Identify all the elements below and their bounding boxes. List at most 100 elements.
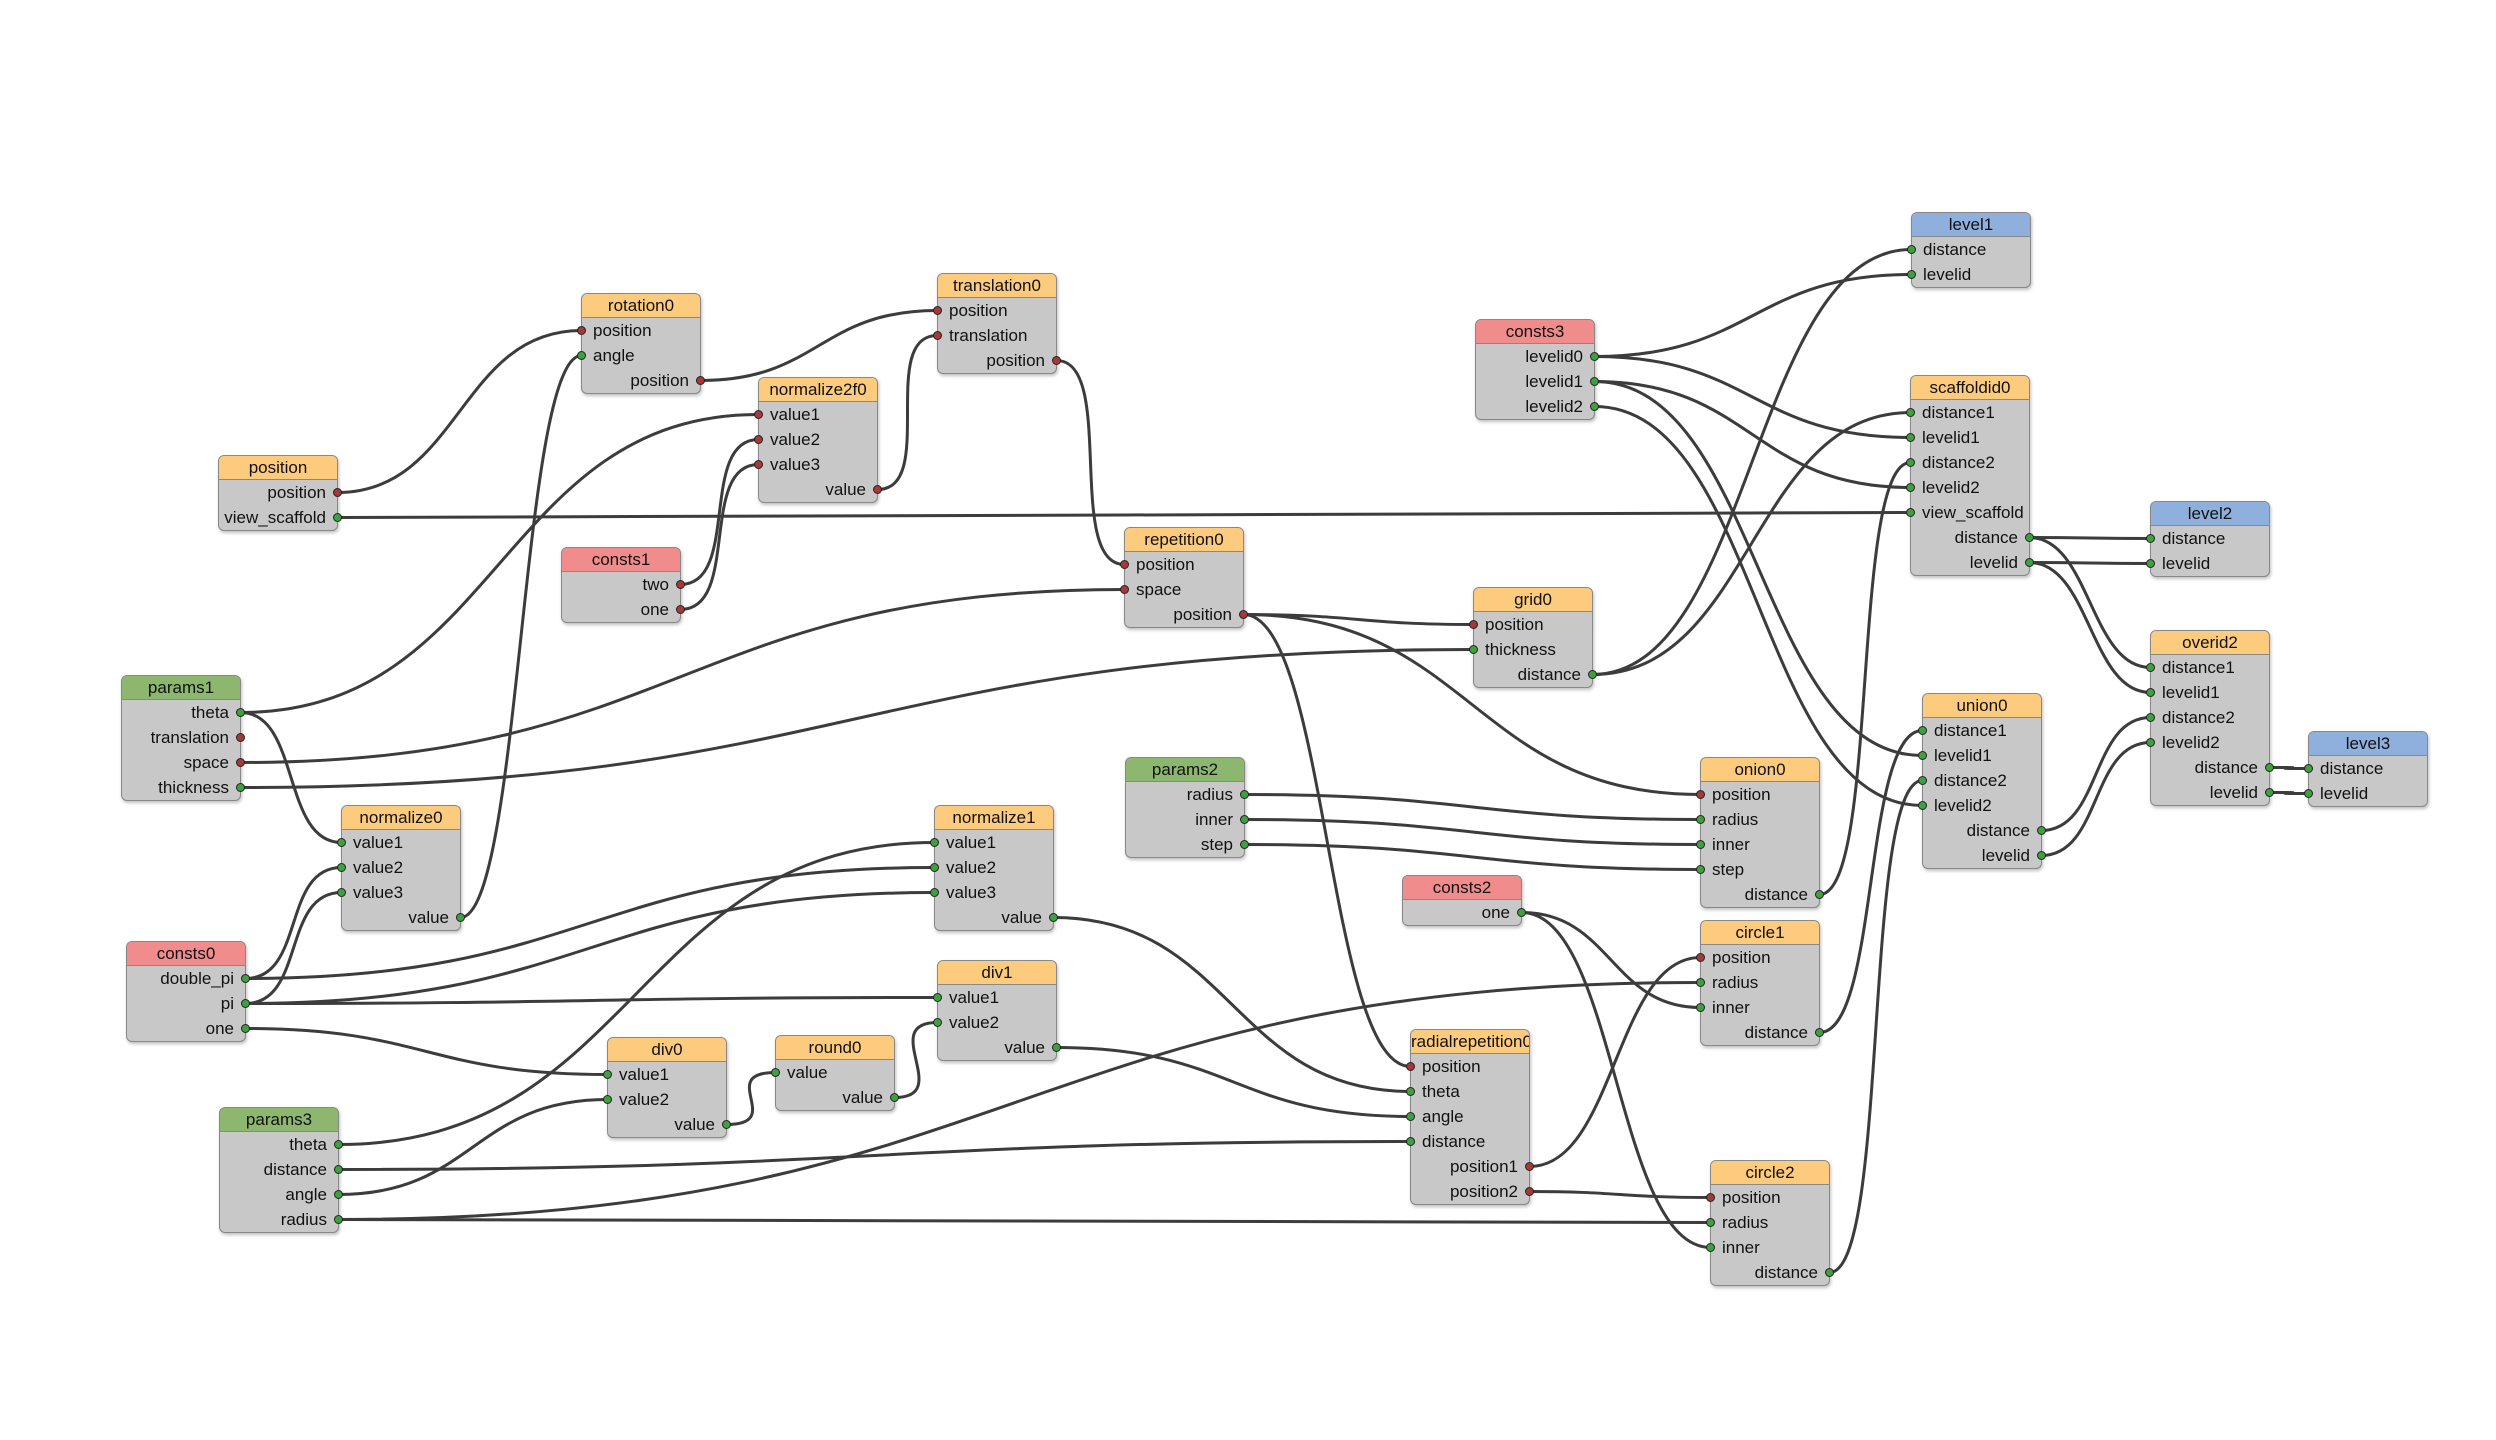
wire-translation0-to-repetition0[interactable] bbox=[1056, 359, 1125, 566]
port-socket-icon[interactable] bbox=[930, 888, 939, 897]
node-title[interactable]: overid2 bbox=[2151, 631, 2269, 655]
wire-div1-to-radialrepetition0[interactable] bbox=[1056, 1046, 1411, 1118]
port-socket-icon[interactable] bbox=[2025, 558, 2034, 567]
port-socket-icon[interactable] bbox=[2265, 763, 2274, 772]
wire-consts1-to-normalize2f0[interactable] bbox=[680, 438, 759, 586]
port-socket-icon[interactable] bbox=[1406, 1062, 1415, 1071]
port-socket-icon[interactable] bbox=[236, 783, 245, 792]
port-socket-icon[interactable] bbox=[930, 863, 939, 872]
node-title[interactable]: grid0 bbox=[1474, 588, 1592, 612]
port-socket-icon[interactable] bbox=[1588, 670, 1597, 679]
port-socket-icon[interactable] bbox=[577, 351, 586, 360]
node-title[interactable]: rotation0 bbox=[582, 294, 700, 318]
port-socket-icon[interactable] bbox=[337, 838, 346, 847]
wire-scaffoldid0-to-overid2[interactable] bbox=[2029, 561, 2151, 694]
wire-union0-to-overid2[interactable] bbox=[2041, 741, 2151, 857]
wire-position-to-rotation0[interactable] bbox=[337, 329, 582, 494]
port-socket-icon[interactable] bbox=[334, 1165, 343, 1174]
port-socket-icon[interactable] bbox=[676, 580, 685, 589]
port-socket-icon[interactable] bbox=[1918, 726, 1927, 735]
node-title[interactable]: level1 bbox=[1912, 213, 2030, 237]
port-socket-icon[interactable] bbox=[1696, 840, 1705, 849]
port-socket-icon[interactable] bbox=[236, 733, 245, 742]
wire-scaffoldid0-to-level2[interactable] bbox=[2029, 561, 2151, 565]
port-socket-icon[interactable] bbox=[722, 1120, 731, 1129]
port-socket-icon[interactable] bbox=[1906, 408, 1915, 417]
port-socket-icon[interactable] bbox=[603, 1095, 612, 1104]
port-socket-icon[interactable] bbox=[1240, 790, 1249, 799]
wire-consts3-to-scaffoldid0[interactable] bbox=[1594, 355, 1911, 439]
wire-params2-to-onion0[interactable] bbox=[1244, 843, 1701, 871]
port-socket-icon[interactable] bbox=[1696, 1003, 1705, 1012]
port-socket-icon[interactable] bbox=[1706, 1193, 1715, 1202]
port-socket-icon[interactable] bbox=[696, 376, 705, 385]
wire-normalize2f0-to-translation0[interactable] bbox=[877, 334, 938, 491]
wire-consts3-to-level1[interactable] bbox=[1594, 273, 1912, 358]
port-socket-icon[interactable] bbox=[1696, 978, 1705, 987]
wire-radialrepetition0-to-circle2[interactable] bbox=[1529, 1190, 1711, 1199]
port-socket-icon[interactable] bbox=[1906, 458, 1915, 467]
node-title[interactable]: consts2 bbox=[1403, 876, 1521, 900]
port-socket-icon[interactable] bbox=[1918, 801, 1927, 810]
port-socket-icon[interactable] bbox=[334, 1215, 343, 1224]
node-title[interactable]: normalize0 bbox=[342, 806, 460, 830]
port-socket-icon[interactable] bbox=[1906, 508, 1915, 517]
port-socket-icon[interactable] bbox=[337, 863, 346, 872]
wire-position-to-scaffoldid0[interactable] bbox=[337, 511, 1911, 519]
port-socket-icon[interactable] bbox=[2037, 851, 2046, 860]
port-socket-icon[interactable] bbox=[1052, 1043, 1061, 1052]
wire-radialrepetition0-to-circle1[interactable] bbox=[1529, 956, 1701, 1168]
wire-params1-to-normalize0[interactable] bbox=[240, 711, 342, 844]
port-socket-icon[interactable] bbox=[1469, 645, 1478, 654]
wire-grid0-to-scaffoldid0[interactable] bbox=[1592, 411, 1911, 676]
wire-circle1-to-union0[interactable] bbox=[1819, 729, 1923, 1034]
wire-onion0-to-scaffoldid0[interactable] bbox=[1819, 461, 1911, 896]
wire-consts0-to-normalize1[interactable] bbox=[245, 866, 935, 980]
wire-repetition0-to-onion0[interactable] bbox=[1243, 613, 1701, 796]
port-socket-icon[interactable] bbox=[890, 1093, 899, 1102]
port-socket-icon[interactable] bbox=[603, 1070, 612, 1079]
wire-params3-to-radialrepetition0[interactable] bbox=[338, 1140, 1411, 1171]
port-socket-icon[interactable] bbox=[2146, 534, 2155, 543]
port-socket-icon[interactable] bbox=[1696, 790, 1705, 799]
port-socket-icon[interactable] bbox=[241, 999, 250, 1008]
port-socket-icon[interactable] bbox=[1406, 1137, 1415, 1146]
port-socket-icon[interactable] bbox=[241, 1024, 250, 1033]
port-socket-icon[interactable] bbox=[456, 913, 465, 922]
port-socket-icon[interactable] bbox=[334, 1190, 343, 1199]
port-socket-icon[interactable] bbox=[2037, 826, 2046, 835]
wire-circle2-to-union0[interactable] bbox=[1829, 779, 1923, 1274]
wire-consts0-to-normalize1[interactable] bbox=[245, 891, 935, 1005]
port-socket-icon[interactable] bbox=[754, 435, 763, 444]
port-socket-icon[interactable] bbox=[1052, 356, 1061, 365]
port-socket-icon[interactable] bbox=[334, 1140, 343, 1149]
wire-overid2-to-level3[interactable] bbox=[2269, 766, 2309, 770]
port-socket-icon[interactable] bbox=[337, 888, 346, 897]
port-socket-icon[interactable] bbox=[1120, 585, 1129, 594]
wire-normalize0-to-rotation0[interactable] bbox=[460, 354, 582, 919]
node-title[interactable]: div0 bbox=[608, 1038, 726, 1062]
port-socket-icon[interactable] bbox=[1525, 1187, 1534, 1196]
wire-consts3-to-scaffoldid0[interactable] bbox=[1594, 380, 1911, 489]
wire-params3-to-div0[interactable] bbox=[338, 1098, 608, 1196]
port-socket-icon[interactable] bbox=[1918, 751, 1927, 760]
port-socket-icon[interactable] bbox=[933, 331, 942, 340]
wire-consts0-to-normalize0[interactable] bbox=[245, 866, 342, 980]
port-socket-icon[interactable] bbox=[1120, 560, 1129, 569]
port-socket-icon[interactable] bbox=[1918, 776, 1927, 785]
